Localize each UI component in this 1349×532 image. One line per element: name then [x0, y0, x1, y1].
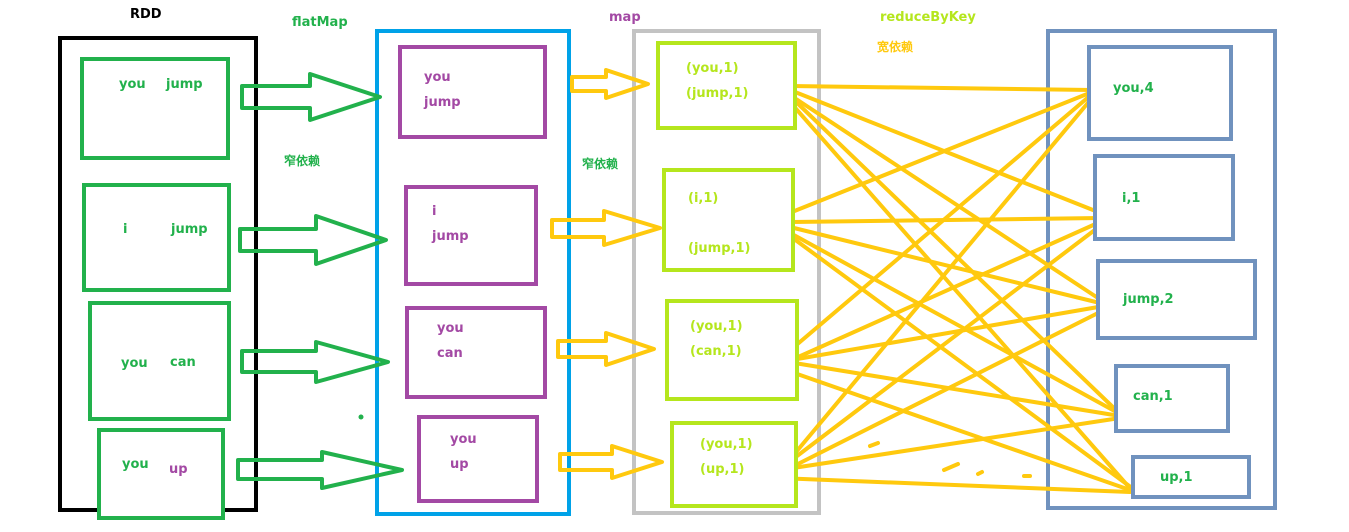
map-box-4: [670, 421, 798, 508]
reduce-box-4: [1114, 364, 1230, 433]
map-container: [632, 29, 821, 515]
flatmap-word: you: [437, 321, 464, 336]
reduce-result: can,1: [1133, 389, 1173, 404]
map-box-3: [665, 299, 799, 401]
rdd-word: you: [119, 77, 146, 92]
flatmap-word: i: [432, 204, 436, 219]
rdd-title: RDD: [130, 7, 162, 22]
reduce-result: you,4: [1113, 81, 1154, 96]
map-box-1: [656, 41, 797, 130]
map-pair: (you,1): [686, 61, 739, 76]
reduce-result: jump,2: [1122, 292, 1174, 307]
flatmap-word: jump: [423, 95, 461, 110]
stray-dot: [358, 414, 364, 420]
map-pair: (you,1): [690, 319, 743, 334]
rdd-partitions: [80, 57, 231, 520]
reduce-container: [1046, 29, 1277, 510]
flatmap-box-1: [398, 45, 547, 139]
rdd-box-4: [97, 428, 225, 520]
arrow-right-icon: [556, 331, 656, 367]
reduce-box-3: [1096, 259, 1257, 340]
rdd-word: jump: [170, 222, 208, 237]
arrow-right-icon: [238, 214, 388, 266]
map-pair: (you,1): [700, 437, 753, 452]
map-pair: (i,1): [688, 191, 718, 206]
narrow-dependency-label-2: 窄依赖: [582, 156, 618, 171]
arrow-right-icon: [558, 444, 664, 480]
rdd-word: i: [123, 222, 127, 237]
rdd-word: jump: [165, 77, 203, 92]
reduce-result: i,1: [1122, 191, 1140, 206]
map-pair: (jump,1): [686, 86, 748, 101]
rdd-word: you: [122, 457, 149, 472]
map-partitions: [656, 41, 799, 508]
reduce-result: up,1: [1160, 470, 1193, 485]
map-pair: (jump,1): [688, 241, 750, 256]
rdd-word: up: [169, 462, 188, 477]
reduce-box-2: [1093, 154, 1235, 241]
rdd-word: you: [121, 356, 148, 371]
shuffle-dashes: [868, 441, 1032, 478]
rdd-to-flatmap-arrows: [236, 72, 404, 490]
narrow-dependency-label-1: 窄依赖: [284, 153, 320, 168]
flatmap-word: you: [424, 70, 451, 85]
flatmap-label: flatMap: [292, 15, 348, 30]
flatmap-box-2: [404, 185, 538, 286]
flatmap-word: up: [450, 457, 469, 472]
wide-dependency-label: 宽依赖: [876, 39, 913, 54]
reduce-box-5: [1131, 455, 1251, 499]
rdd-box-3: [88, 301, 231, 421]
flatmap-to-map-arrows: [550, 68, 664, 480]
reduce-partitions: [1087, 45, 1257, 499]
rdd-word: can: [170, 355, 196, 370]
arrow-right-icon: [240, 72, 382, 122]
flatmap-box-4: [417, 415, 539, 503]
flatmap-box-3: [405, 306, 547, 399]
flatmap-word: can: [437, 346, 463, 361]
arrow-right-icon: [570, 68, 650, 100]
flatmap-container: [375, 29, 571, 516]
map-pair: (can,1): [690, 344, 742, 359]
arrow-right-icon: [550, 209, 662, 247]
rdd-box-1: [80, 57, 230, 160]
arrow-right-icon: [240, 340, 390, 384]
reducebykey-label: reduceByKey: [880, 10, 976, 25]
rdd-box-2: [82, 183, 231, 292]
reduce-box-1: [1087, 45, 1233, 141]
arrow-right-icon: [236, 450, 404, 490]
flatmap-partitions: [398, 45, 547, 503]
map-pair: (up,1): [700, 462, 744, 477]
map-label: map: [609, 10, 641, 25]
shuffle-lines: [772, 84, 1134, 494]
flatmap-word: you: [450, 432, 477, 447]
map-box-2: [662, 168, 795, 272]
flatmap-word: jump: [431, 229, 469, 244]
